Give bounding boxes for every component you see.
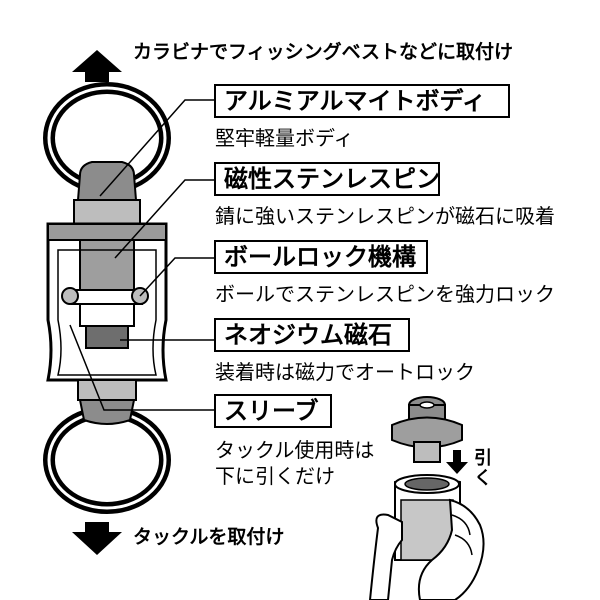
pull-label-2: く — [474, 468, 492, 489]
bottom-ring — [43, 406, 171, 514]
demo-hand-body — [368, 474, 485, 600]
leader-lines — [69, 99, 214, 411]
up-arrow-icon — [72, 50, 122, 82]
feature-title-ball-lock: ボールロック機構 — [214, 240, 428, 274]
feature-desc-pin: 錆に強いステンレスピンが磁石に吸着 — [215, 204, 555, 228]
bottom-caption: タックルを取付け — [133, 526, 285, 548]
feature-title-pin: 磁性ステンレスピン — [214, 162, 440, 196]
feature-title-sleeve: スリーブ — [214, 394, 332, 428]
feature-desc-sleeve-1: タックル使用時は — [215, 438, 375, 462]
feature-title-body: アルミアルマイトボディ — [214, 84, 510, 118]
down-arrow-icon — [72, 522, 122, 555]
feature-desc-body: 堅牢軽量ボディ — [215, 126, 354, 150]
swivel-top — [73, 161, 141, 225]
top-caption: カラビナでフィッシングベストなどに取付け — [133, 41, 514, 63]
swivel-bottom — [77, 379, 137, 425]
feature-title-magnet: ネオジウム磁石 — [214, 318, 410, 352]
demo-pin — [391, 396, 463, 463]
aluminium-body — [46, 222, 168, 382]
feature-desc-sleeve-2: 下に引くだけ — [215, 464, 335, 488]
pull-down-arrow-icon — [446, 450, 468, 474]
feature-desc-magnet: 装着時は磁力でオートロック — [215, 360, 475, 384]
pull-label-1: 引 — [474, 448, 492, 469]
feature-desc-ball-lock: ボールでステンレスピンを強力ロック — [215, 282, 555, 306]
